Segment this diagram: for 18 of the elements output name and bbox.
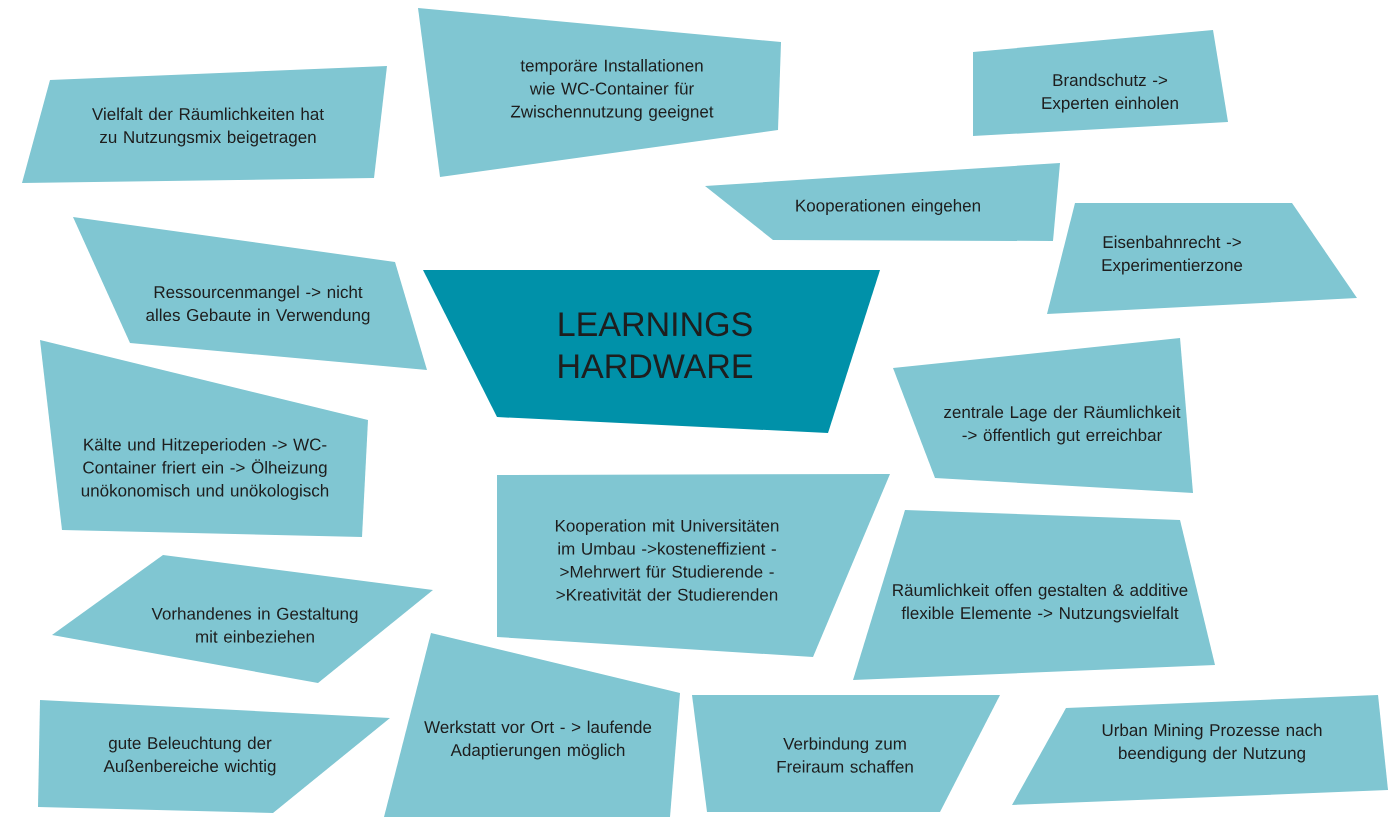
- note-box: Ressourcenmangel -> nicht alles Gebaute in Verwendung: [73, 217, 427, 370]
- note-box: Werkstatt vor Ort - > laufende Adaptierungen möglich: [384, 633, 680, 817]
- note-box: Räumlichkeit offen gestalten & additive flexible Elemente -> Nutzungsvielfalt: [853, 510, 1215, 680]
- note-box: Vielfalt der Räumlichkeiten hat zu Nutzungsmix beigetragen: [22, 66, 387, 183]
- note-box: Eisenbahnrecht -> Experimentierzone: [1047, 203, 1357, 314]
- title-box: LEARNINGS HARDWARE: [423, 270, 880, 433]
- note-box: Vorhandenes in Gestaltung mit einbeziehen: [52, 555, 433, 683]
- note-box: zentrale Lage der Räumlichkeit -> öffentlich gut erreichbar: [893, 338, 1193, 493]
- note-box: Kälte und Hitzeperioden -> WC-Container friert ein -> Ölheizung unökonomisch und unökologisch: [40, 340, 368, 537]
- note-box: Verbindung zum Freiraum schaffen: [692, 695, 1000, 812]
- note-box: Urban Mining Prozesse nach beendigung der Nutzung: [1012, 695, 1388, 805]
- note-box: gute Beleuchtung der Außenbereiche wichtig: [38, 700, 390, 813]
- note-box: Kooperationen eingehen: [705, 163, 1060, 241]
- node-label: Werkstatt vor Ort - > laufende Adaptierungen möglich: [424, 720, 652, 760]
- note-box: temporäre Installationen wie WC-Container für Zwischennutzung geeignet: [418, 8, 781, 177]
- note-box: Brandschutz -> Experten einholen: [973, 30, 1228, 136]
- node-label: Kälte und Hitzeperioden -> WC-Container friert ein -> Ölheizung unökonomisch und unökologisch: [81, 438, 329, 500]
- note-box: Kooperation mit Universitäten im Umbau ->kosteneffizient ->Mehrwert für Studierende ->Kreativität der Studierenden: [497, 474, 890, 657]
